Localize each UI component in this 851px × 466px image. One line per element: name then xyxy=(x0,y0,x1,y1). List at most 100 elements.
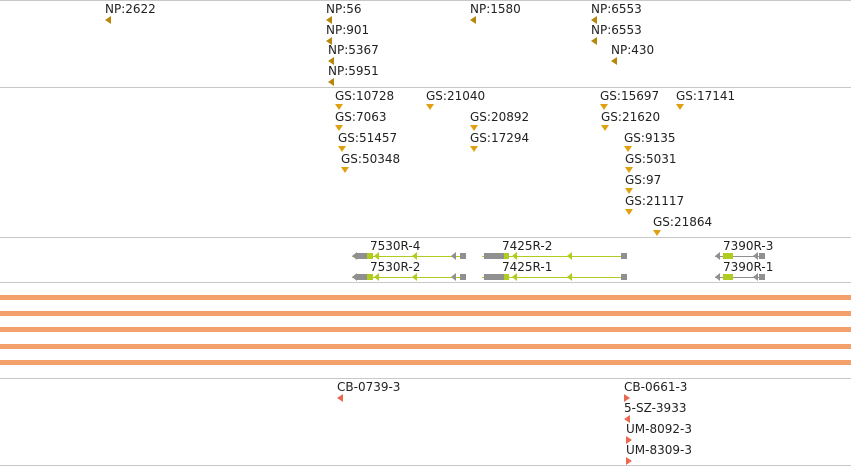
cb-feature-label: CB-0739-3 xyxy=(337,380,401,394)
transcript-glyph xyxy=(715,273,765,281)
gs-feature-label: GS:21040 xyxy=(426,89,486,103)
strand-left-icon xyxy=(715,252,720,260)
cb-marker-icon xyxy=(337,394,343,402)
gs-feature-label: GS:17141 xyxy=(676,89,736,103)
transcript-track: 7530R-4 7530R-2 xyxy=(0,238,851,282)
cb-feature-label: CB-0661-3 xyxy=(624,380,688,394)
transcript-label: 7390R-1 xyxy=(723,260,774,274)
coverage-band[interactable] xyxy=(0,311,851,316)
strand-left-icon xyxy=(374,252,379,260)
strand-left-icon xyxy=(412,252,417,260)
coverage-bands-track xyxy=(0,283,851,378)
transcript-glyph xyxy=(352,252,466,260)
np-track: NP:2622 NP:56 NP:901 NP:5367 NP:5951 NP:… xyxy=(0,0,851,87)
np-feature-label: NP:5367 xyxy=(328,43,379,57)
coverage-band[interactable] xyxy=(0,327,851,332)
np-marker-icon xyxy=(328,57,334,65)
np-marker-icon xyxy=(326,37,332,45)
strand-left-icon xyxy=(512,273,517,281)
gs-feature-label: GS:17294 xyxy=(470,131,530,145)
gs-marker-icon xyxy=(653,230,661,236)
strand-left-icon xyxy=(753,273,758,281)
gs-feature-label: GS:5031 xyxy=(625,152,677,166)
gs-marker-icon xyxy=(341,167,349,173)
np-marker-icon xyxy=(328,78,334,86)
cb-feature-label: 5-SZ-3933 xyxy=(624,401,687,415)
cb-feature-label: UM-8309-3 xyxy=(626,443,692,457)
np-feature-label: NP:2622 xyxy=(105,2,156,16)
gs-marker-icon xyxy=(601,125,609,131)
gs-feature-label: GS:50348 xyxy=(341,152,401,166)
gs-marker-icon xyxy=(335,104,343,110)
cb-marker-icon xyxy=(624,394,630,402)
np-feature-label: NP:6553 xyxy=(591,2,642,16)
transcript-glyph xyxy=(482,273,627,281)
np-feature-label: NP:430 xyxy=(611,43,655,57)
gs-marker-icon xyxy=(625,209,633,215)
track-separator xyxy=(0,378,851,379)
gs-feature-label: GS:21864 xyxy=(653,215,713,229)
transcript-glyph xyxy=(715,252,765,260)
gs-feature-label: GS:51457 xyxy=(338,131,398,145)
gs-marker-icon xyxy=(676,104,684,110)
gs-feature-label: GS:15697 xyxy=(600,89,660,103)
np-feature-label: NP:5951 xyxy=(328,64,379,78)
strand-left-icon xyxy=(567,252,572,260)
strand-left-icon xyxy=(715,273,720,281)
track-separator xyxy=(0,237,851,238)
gs-marker-icon xyxy=(600,104,608,110)
gs-feature-label: GS:97 xyxy=(625,173,662,187)
gs-feature-label: GS:21117 xyxy=(625,194,685,208)
strand-left-icon xyxy=(374,273,379,281)
gs-feature-label: GS:10728 xyxy=(335,89,395,103)
coverage-band[interactable] xyxy=(0,344,851,349)
np-feature-label: NP:901 xyxy=(326,23,370,37)
coverage-band[interactable] xyxy=(0,295,851,300)
strand-left-icon xyxy=(412,273,417,281)
cb-track: CB-0739-3 CB-0661-3 5-SZ-3933 UM-8092-3 … xyxy=(0,379,851,465)
cb-marker-icon xyxy=(626,457,632,465)
gs-feature-label: GS:20892 xyxy=(470,110,530,124)
np-marker-icon xyxy=(326,16,332,24)
transcript-label: 7530R-4 xyxy=(370,239,421,253)
track-separator xyxy=(0,87,851,88)
transcript-label: 7390R-3 xyxy=(723,239,774,253)
track-separator xyxy=(0,0,851,1)
gs-marker-icon xyxy=(338,146,346,152)
strand-left-icon xyxy=(451,273,456,281)
cb-marker-icon xyxy=(626,436,632,444)
strand-left-icon xyxy=(352,273,357,281)
track-separator xyxy=(0,282,851,283)
np-feature-label: NP:6553 xyxy=(591,23,642,37)
cb-marker-icon xyxy=(624,415,630,423)
np-marker-icon xyxy=(591,37,597,45)
strand-left-icon xyxy=(512,252,517,260)
np-marker-icon xyxy=(591,16,597,24)
strand-left-icon xyxy=(753,252,758,260)
strand-left-icon xyxy=(451,252,456,260)
transcript-label: 7530R-2 xyxy=(370,260,421,274)
cb-feature-label: UM-8092-3 xyxy=(626,422,692,436)
np-marker-icon xyxy=(105,16,111,24)
gs-marker-icon xyxy=(335,125,343,131)
transcript-label: 7425R-1 xyxy=(502,260,553,274)
np-marker-icon xyxy=(470,16,476,24)
transcript-glyph xyxy=(482,252,627,260)
np-marker-icon xyxy=(611,57,617,65)
gs-track: GS:10728 GS:7063 GS:51457 GS:50348 GS:21… xyxy=(0,88,851,237)
gs-marker-icon xyxy=(625,188,633,194)
np-feature-label: NP:1580 xyxy=(470,2,521,16)
np-feature-label: NP:56 xyxy=(326,2,362,16)
gs-marker-icon xyxy=(470,146,478,152)
gs-marker-icon xyxy=(624,146,632,152)
strand-left-icon xyxy=(352,252,357,260)
transcript-label: 7425R-2 xyxy=(502,239,553,253)
gs-marker-icon xyxy=(470,125,478,131)
gs-feature-label: GS:9135 xyxy=(624,131,676,145)
gs-feature-label: GS:21620 xyxy=(601,110,661,124)
transcript-glyph xyxy=(352,273,466,281)
gs-marker-icon xyxy=(625,167,633,173)
gs-marker-icon xyxy=(426,104,434,110)
coverage-band[interactable] xyxy=(0,360,851,365)
